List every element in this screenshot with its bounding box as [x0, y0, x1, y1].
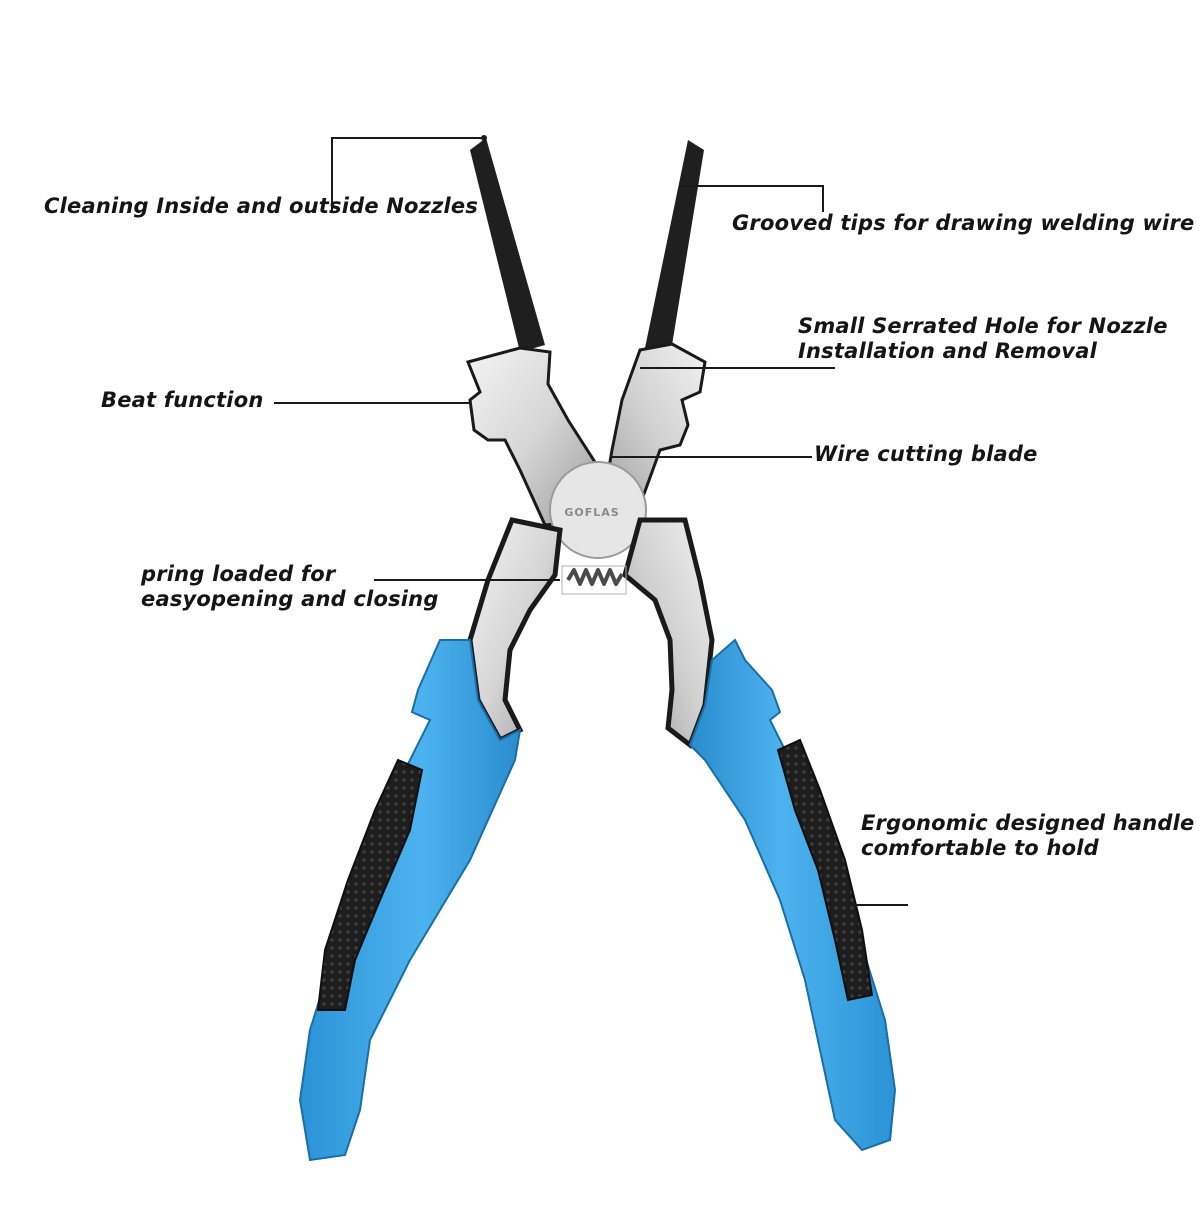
left-handle-grip — [316, 758, 424, 1011]
label-grooved-text: Grooved tips for drawing welding wire — [732, 211, 1195, 235]
label-cleaning-nozzles: Cleaning Inside and outside Nozzles — [44, 194, 478, 219]
label-spring-line1: pring loaded for — [141, 562, 336, 586]
label-wire-text: Wire cutting blade — [814, 442, 1038, 466]
left-handle — [298, 639, 522, 1162]
brand-logo: GOFLAS — [564, 506, 619, 519]
leader-grooved — [680, 185, 824, 212]
right-handle-grip — [776, 738, 874, 1002]
label-grooved-tips: Grooved tips for drawing welding wire — [732, 211, 1194, 236]
label-serrated-hole: Small Serrated Hole for Nozzle Installat… — [798, 314, 1168, 364]
label-beat-text: Beat function — [101, 388, 264, 412]
spring — [566, 568, 624, 586]
label-serrated-line1: Small Serrated Hole for Nozzle — [798, 314, 1168, 338]
left-arm — [467, 517, 563, 744]
label-spring-loaded: pring loaded for easyopening and closing — [141, 562, 439, 612]
label-spring-line2: easyopening and closing — [141, 587, 439, 611]
label-ergo-line2: comfortable to hold — [861, 836, 1099, 860]
label-beat-function: Beat function — [101, 388, 263, 413]
label-serrated-line2: Installation and Removal — [798, 339, 1097, 363]
label-ergo-line1: Ergonomic designed handle — [861, 811, 1195, 835]
right-arm — [622, 517, 715, 750]
leader-cleaning — [331, 137, 484, 212]
label-ergonomic-handle: Ergonomic designed handle comfortable to… — [861, 811, 1194, 861]
pivot-disc — [549, 461, 647, 559]
left-jaw-tip — [470, 138, 545, 352]
label-wire-cutting: Wire cutting blade — [814, 442, 1038, 467]
right-handle — [688, 638, 897, 1152]
label-cleaning-text: Cleaning Inside and outside Nozzles — [44, 194, 479, 218]
right-jaw-tip — [645, 140, 704, 348]
